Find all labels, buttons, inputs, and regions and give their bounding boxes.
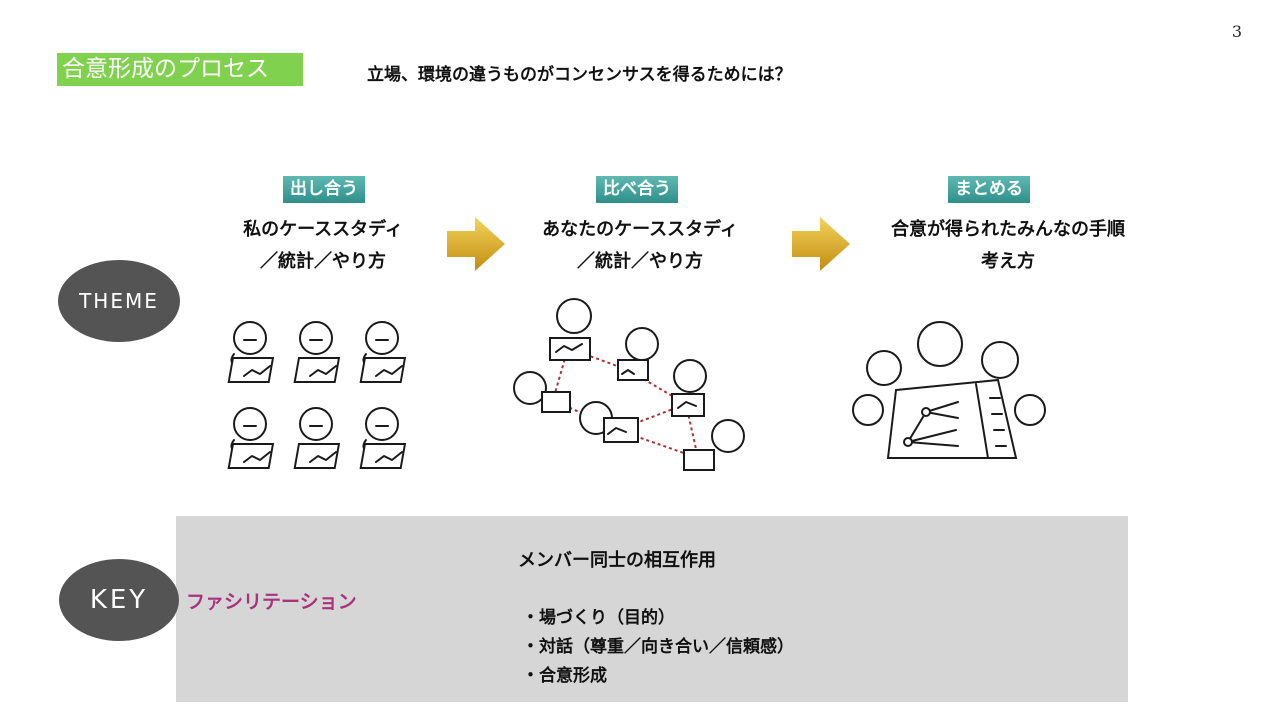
- key-heading: メンバー同士の相互作用: [518, 550, 716, 571]
- key-panel: [176, 516, 1128, 702]
- step-3-line1: 合意が得られたみんなの手順: [891, 219, 1125, 240]
- key-item: ・対話（尊重／向き合い／信頼感）: [522, 637, 794, 657]
- theme-ellipse: THEME: [58, 260, 180, 342]
- step-3-line2: 考え方: [981, 251, 1035, 272]
- facilitation-label: ファシリテーション: [186, 591, 357, 613]
- step-2-line1: あなたのケーススタディ: [542, 219, 738, 240]
- theme-label: THEME: [79, 289, 159, 313]
- illustration-individuals: [227, 321, 407, 469]
- step-1-text: 私のケーススタディ ／統計／やり方: [223, 214, 423, 278]
- key-label: KEY: [89, 585, 149, 615]
- step-1-line2: ／統計／やり方: [260, 251, 386, 272]
- arrow-right-icon: [792, 217, 850, 271]
- slide-title: 合意形成のプロセス: [57, 53, 303, 86]
- step-2-text: あなたのケーススタディ ／統計／やり方: [525, 214, 755, 278]
- key-item: ・合意形成: [522, 666, 607, 686]
- illustration-consensus: [852, 321, 1046, 459]
- step-3-badge: まとめる: [948, 176, 1030, 203]
- person-with-chart: [227, 321, 407, 469]
- arrow-right-icon: [447, 217, 505, 271]
- step-2-line2: ／統計／やり方: [577, 251, 703, 272]
- key-item-list: ・場づくり（目的） ・対話（尊重／向き合い／信頼感） ・合意形成: [522, 604, 794, 691]
- step-2-badge: 比べ合う: [596, 176, 678, 203]
- illustration-comparison: [513, 298, 745, 471]
- step-3-text: 合意が得られたみんなの手順 考え方: [868, 214, 1148, 278]
- step-1-badge: 出し合う: [283, 176, 365, 203]
- key-ellipse: KEY: [59, 559, 179, 641]
- slide-subtitle: 立場、環境の違うものがコンセンサスを得るためには？: [367, 65, 792, 85]
- step-1-line1: 私のケーススタディ: [243, 219, 403, 240]
- key-item: ・場づくり（目的）: [522, 608, 675, 628]
- page-number: 3: [1231, 22, 1242, 41]
